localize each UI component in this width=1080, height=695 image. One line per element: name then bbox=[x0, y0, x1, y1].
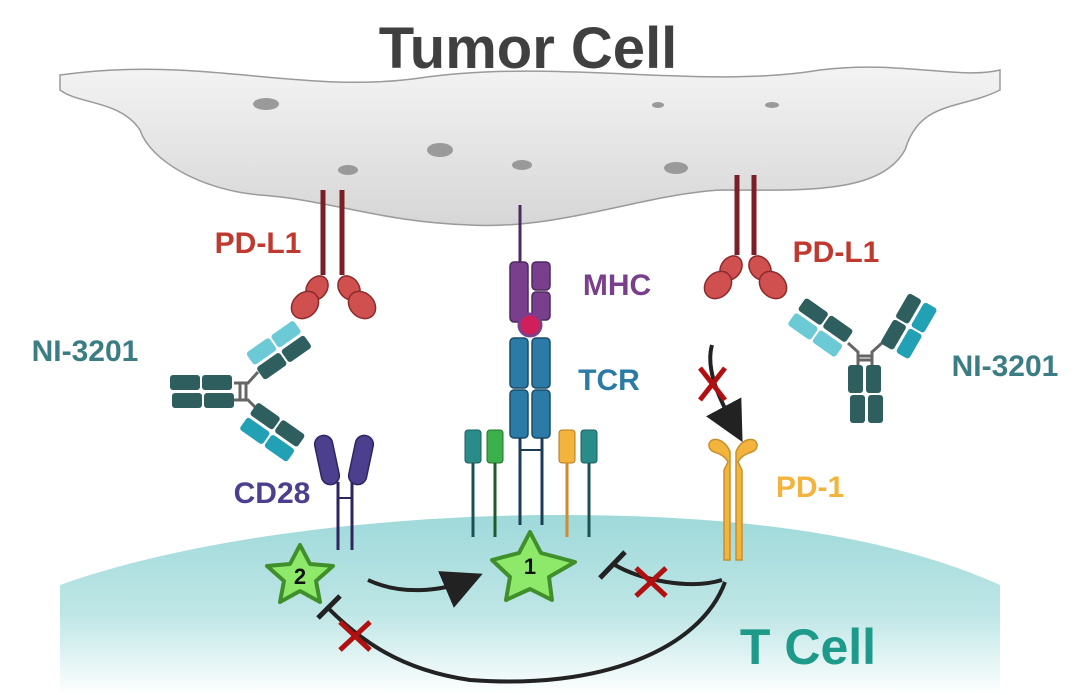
ni-3201-antibody-left bbox=[170, 321, 311, 462]
inhibit-signal-2-line bbox=[326, 581, 727, 684]
signal-2-number: 2 bbox=[294, 564, 306, 589]
pd-l1-left-label: PD-L1 bbox=[215, 227, 302, 260]
block-x-icon bbox=[698, 366, 727, 402]
pd-1-label: PD-1 bbox=[776, 471, 844, 504]
inhibit-signal-1-bar bbox=[598, 550, 627, 580]
tcr-label: TCR bbox=[578, 364, 640, 397]
t-cell-label: T Cell bbox=[740, 619, 876, 675]
mhc-molecule bbox=[509, 205, 551, 338]
mhc-label: MHC bbox=[583, 269, 651, 302]
costimulation-arrow bbox=[367, 571, 483, 608]
signal-1-star: 1 bbox=[490, 530, 577, 602]
block-x-icon bbox=[634, 566, 668, 598]
ni-3201-left-label: NI-3201 bbox=[32, 335, 139, 368]
inhibit-signal-2-bar bbox=[316, 594, 342, 620]
tumor-cell-title: Tumor Cell bbox=[379, 16, 678, 81]
pd-l1-left bbox=[290, 190, 377, 320]
block-x-icon bbox=[338, 620, 372, 652]
tcr-complex bbox=[464, 337, 598, 537]
ni-3201-right-label: NI-3201 bbox=[952, 350, 1059, 383]
pd-l1-right-label: PD-L1 bbox=[793, 236, 880, 269]
cd28-label: CD28 bbox=[234, 477, 311, 510]
signal-2-star: 2 bbox=[265, 543, 335, 604]
tumor-cell-organelles bbox=[253, 98, 779, 175]
pd-l1-right bbox=[703, 175, 788, 300]
inhibit-signal-1-line bbox=[613, 563, 723, 587]
cd28-receptor bbox=[313, 434, 375, 550]
ni-3201-antibody-right bbox=[788, 293, 937, 423]
signal-1-number: 1 bbox=[524, 554, 536, 579]
tumor-cell-membrane bbox=[59, 66, 1001, 227]
